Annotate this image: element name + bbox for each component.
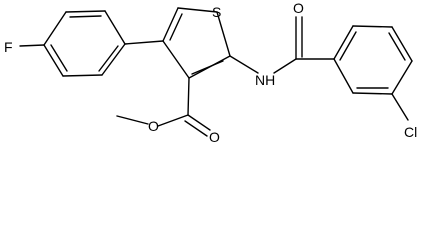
bond-c-f	[19, 44, 45, 47]
bond-fphenyl-3	[43, 44, 64, 77]
bond-fphenyl-5	[65, 10, 106, 13]
bond-c-cl	[391, 93, 409, 121]
bond-clphenyl-2	[352, 25, 393, 28]
bond-clphenyl-4	[391, 60, 413, 95]
bond-clphenyl-3-inner	[388, 32, 406, 61]
bond-fphenyl-5-inner	[69, 15, 102, 18]
bond-ester-o-methyl	[116, 115, 149, 125]
chemical-structure: S F NH O O O Cl	[4, 0, 417, 145]
bond-clphenyl-1	[333, 25, 354, 60]
bond-clphenyl-5	[352, 92, 393, 95]
bond-thiophene-c5-s	[177, 7, 218, 13]
bond-ester-c-o-ether	[157, 114, 189, 127]
atom-ester-ether-oxygen-label: O	[148, 118, 159, 134]
bond-fphenyl-1-inner	[98, 45, 119, 72]
bond-thiophene-c4-c5-inner	[169, 13, 183, 41]
bond-c3-ester-carbon	[187, 77, 190, 116]
bond-ester-c-o-carbonyl	[187, 114, 211, 131]
bond-fphenyl-4	[43, 11, 67, 46]
bond-fphenyl-3-inner	[50, 44, 68, 72]
atom-fluorine-label: F	[4, 39, 13, 55]
bond-clphenyl-3	[391, 26, 413, 62]
bond-thiophene-c4-c5	[162, 7, 179, 42]
atom-amide-nitrogen-label: NH	[255, 72, 275, 88]
bond-fphenyl-1	[101, 43, 126, 76]
bond-fphenyl-6	[104, 10, 126, 45]
atom-sulfur-label: S	[212, 4, 221, 20]
bond-nh-carbonyl	[273, 58, 297, 74]
atom-amide-oxygen-label: O	[293, 0, 304, 16]
bond-c4-aryl	[124, 40, 164, 45]
bond-thiophene-c2-c3-inner	[191, 60, 224, 75]
bond-clphenyl-1-inner	[339, 31, 357, 61]
atom-chlorine-label: Cl	[404, 124, 417, 140]
bond-c2-nh	[229, 55, 259, 74]
bond-fphenyl-2	[62, 74, 103, 77]
bond-clphenyl-6	[333, 58, 354, 94]
bond-thiophene-s-c2	[216, 11, 231, 57]
bond-ester-c-o-carbonyl-inner	[184, 120, 208, 137]
atom-ester-carbonyl-oxygen-label: O	[209, 129, 220, 145]
bond-thiophene-c3-c4	[162, 40, 190, 79]
